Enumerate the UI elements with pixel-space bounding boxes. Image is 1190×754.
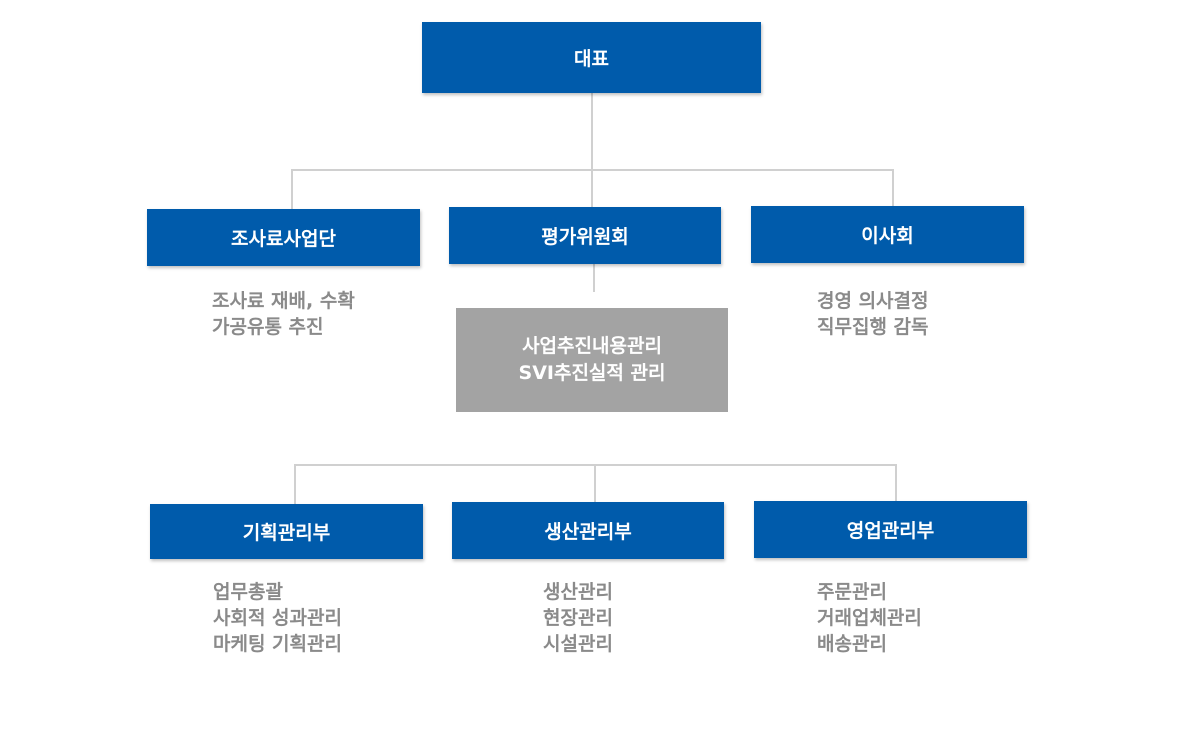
desc-line: 가공유통 추진 bbox=[212, 316, 324, 338]
connector-top-vertical bbox=[591, 93, 593, 171]
node-ceo-label: 대표 bbox=[574, 48, 609, 70]
planning-dept-description: 업무총괄 사회적 성과관리 마케팅 기획관리 bbox=[213, 579, 342, 657]
connector-bottom-left-drop bbox=[294, 464, 296, 504]
node-production-dept-label: 생산관리부 bbox=[544, 521, 632, 543]
connector-bottom-right-drop bbox=[895, 464, 897, 502]
sales-dept-description: 주문관리 거래업체관리 배송관리 bbox=[817, 579, 922, 657]
desc-line: 현장관리 bbox=[543, 607, 613, 629]
production-dept-description: 생산관리 현장관리 시설관리 bbox=[543, 579, 613, 657]
node-forage-business-unit: 조사료사업단 bbox=[147, 209, 420, 266]
node-planning-dept: 기획관리부 bbox=[150, 504, 423, 559]
node-evaluation-committee: 평가위원회 bbox=[449, 207, 721, 264]
connector-middle-right-drop bbox=[892, 169, 894, 207]
node-evaluation-committee-label: 평가위원회 bbox=[541, 226, 629, 248]
node-sales-dept-label: 영업관리부 bbox=[846, 520, 935, 542]
node-board-of-directors-label: 이사회 bbox=[861, 225, 914, 247]
desc-line: 거래업체관리 bbox=[817, 607, 922, 629]
node-forage-business-unit-label: 조사료사업단 bbox=[231, 228, 336, 250]
desc-line: 배송관리 bbox=[817, 633, 887, 655]
desc-line: 주문관리 bbox=[817, 581, 887, 603]
forage-business-unit-description: 조사료 재배, 수확 가공유통 추진 bbox=[212, 288, 355, 340]
committee-detail-box: 사업추진내용관리 SVI추진실적 관리 bbox=[456, 308, 728, 412]
connector-committee-to-detail bbox=[593, 264, 595, 292]
committee-detail-line: SVI추진실적 관리 bbox=[518, 362, 666, 384]
desc-line: 마케팅 기획관리 bbox=[213, 633, 342, 655]
node-planning-dept-label: 기획관리부 bbox=[242, 522, 331, 544]
node-board-of-directors: 이사회 bbox=[751, 206, 1024, 263]
node-ceo: 대표 bbox=[422, 22, 761, 93]
node-production-dept: 생산관리부 bbox=[452, 502, 724, 559]
connector-bottom-center-drop bbox=[594, 464, 596, 502]
connector-middle-left-drop bbox=[291, 169, 293, 209]
desc-line: 경영 의사결정 bbox=[817, 290, 929, 312]
committee-detail-line: 사업추진내용관리 bbox=[522, 335, 662, 357]
desc-line: 업무총괄 bbox=[213, 581, 283, 603]
desc-line: 시설관리 bbox=[543, 633, 613, 655]
desc-line: 생산관리 bbox=[543, 581, 613, 603]
node-sales-dept: 영업관리부 bbox=[754, 501, 1027, 558]
desc-line: 사회적 성과관리 bbox=[213, 607, 342, 629]
desc-line: 조사료 재배, 수확 bbox=[212, 290, 355, 312]
connector-middle-center-drop bbox=[591, 169, 593, 207]
desc-line: 직무집행 감독 bbox=[817, 316, 929, 338]
board-of-directors-description: 경영 의사결정 직무집행 감독 bbox=[817, 288, 929, 340]
